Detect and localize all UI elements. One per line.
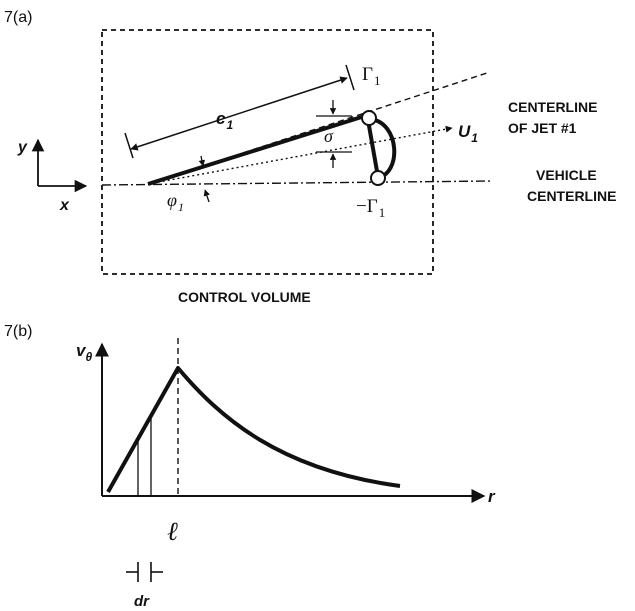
chord-dimension: c1 (124, 64, 355, 159)
y-axis-label: y (17, 139, 28, 156)
sigma-marker: σ (316, 100, 352, 168)
jet-centerline-label-line2: OF JET #1 (508, 120, 577, 136)
coordinate-axes: y x (17, 138, 88, 214)
velocity-label: U1 (458, 122, 478, 145)
control-volume-label: CONTROL VOLUME (178, 289, 311, 305)
velocity-direction-line (147, 125, 453, 185)
gamma-bottom-label: −Γ1 (356, 196, 385, 220)
chord-label: c1 (216, 109, 233, 132)
vehicle-centerline (101, 180, 493, 186)
jet-centerline-label-line1: CENTERLINE (508, 99, 597, 115)
x-axis-label: x (59, 197, 70, 214)
velocity-profile-curve (106, 366, 401, 493)
angle-phi-label: φ1 (167, 190, 184, 214)
sigma-label: σ (324, 126, 334, 146)
panel-a: 7(a) y x c1 (4, 9, 616, 305)
panel-b: 7(b) vθ r ℓ dr (4, 323, 496, 610)
vtheta-axis-label: vθ (76, 341, 92, 364)
vortex-top-circle (361, 110, 377, 126)
r-axis-label: r (488, 487, 496, 506)
dr-dimension (126, 562, 163, 582)
control-volume-box (101, 29, 434, 275)
panel-a-label: 7(a) (4, 9, 32, 26)
angle-phi-marker: φ1 (167, 155, 210, 214)
core-radius-label: ℓ (167, 517, 178, 546)
gamma-top-label: Γ1 (362, 64, 380, 88)
vehicle-centerline-label-line2: CENTERLINE (527, 188, 616, 204)
vortex-loop (361, 110, 397, 186)
dr-label: dr (134, 593, 150, 610)
panel-b-label: 7(b) (4, 323, 32, 340)
vehicle-centerline-label-line1: VEHICLE (536, 167, 597, 183)
vortex-bottom-circle (370, 170, 386, 186)
